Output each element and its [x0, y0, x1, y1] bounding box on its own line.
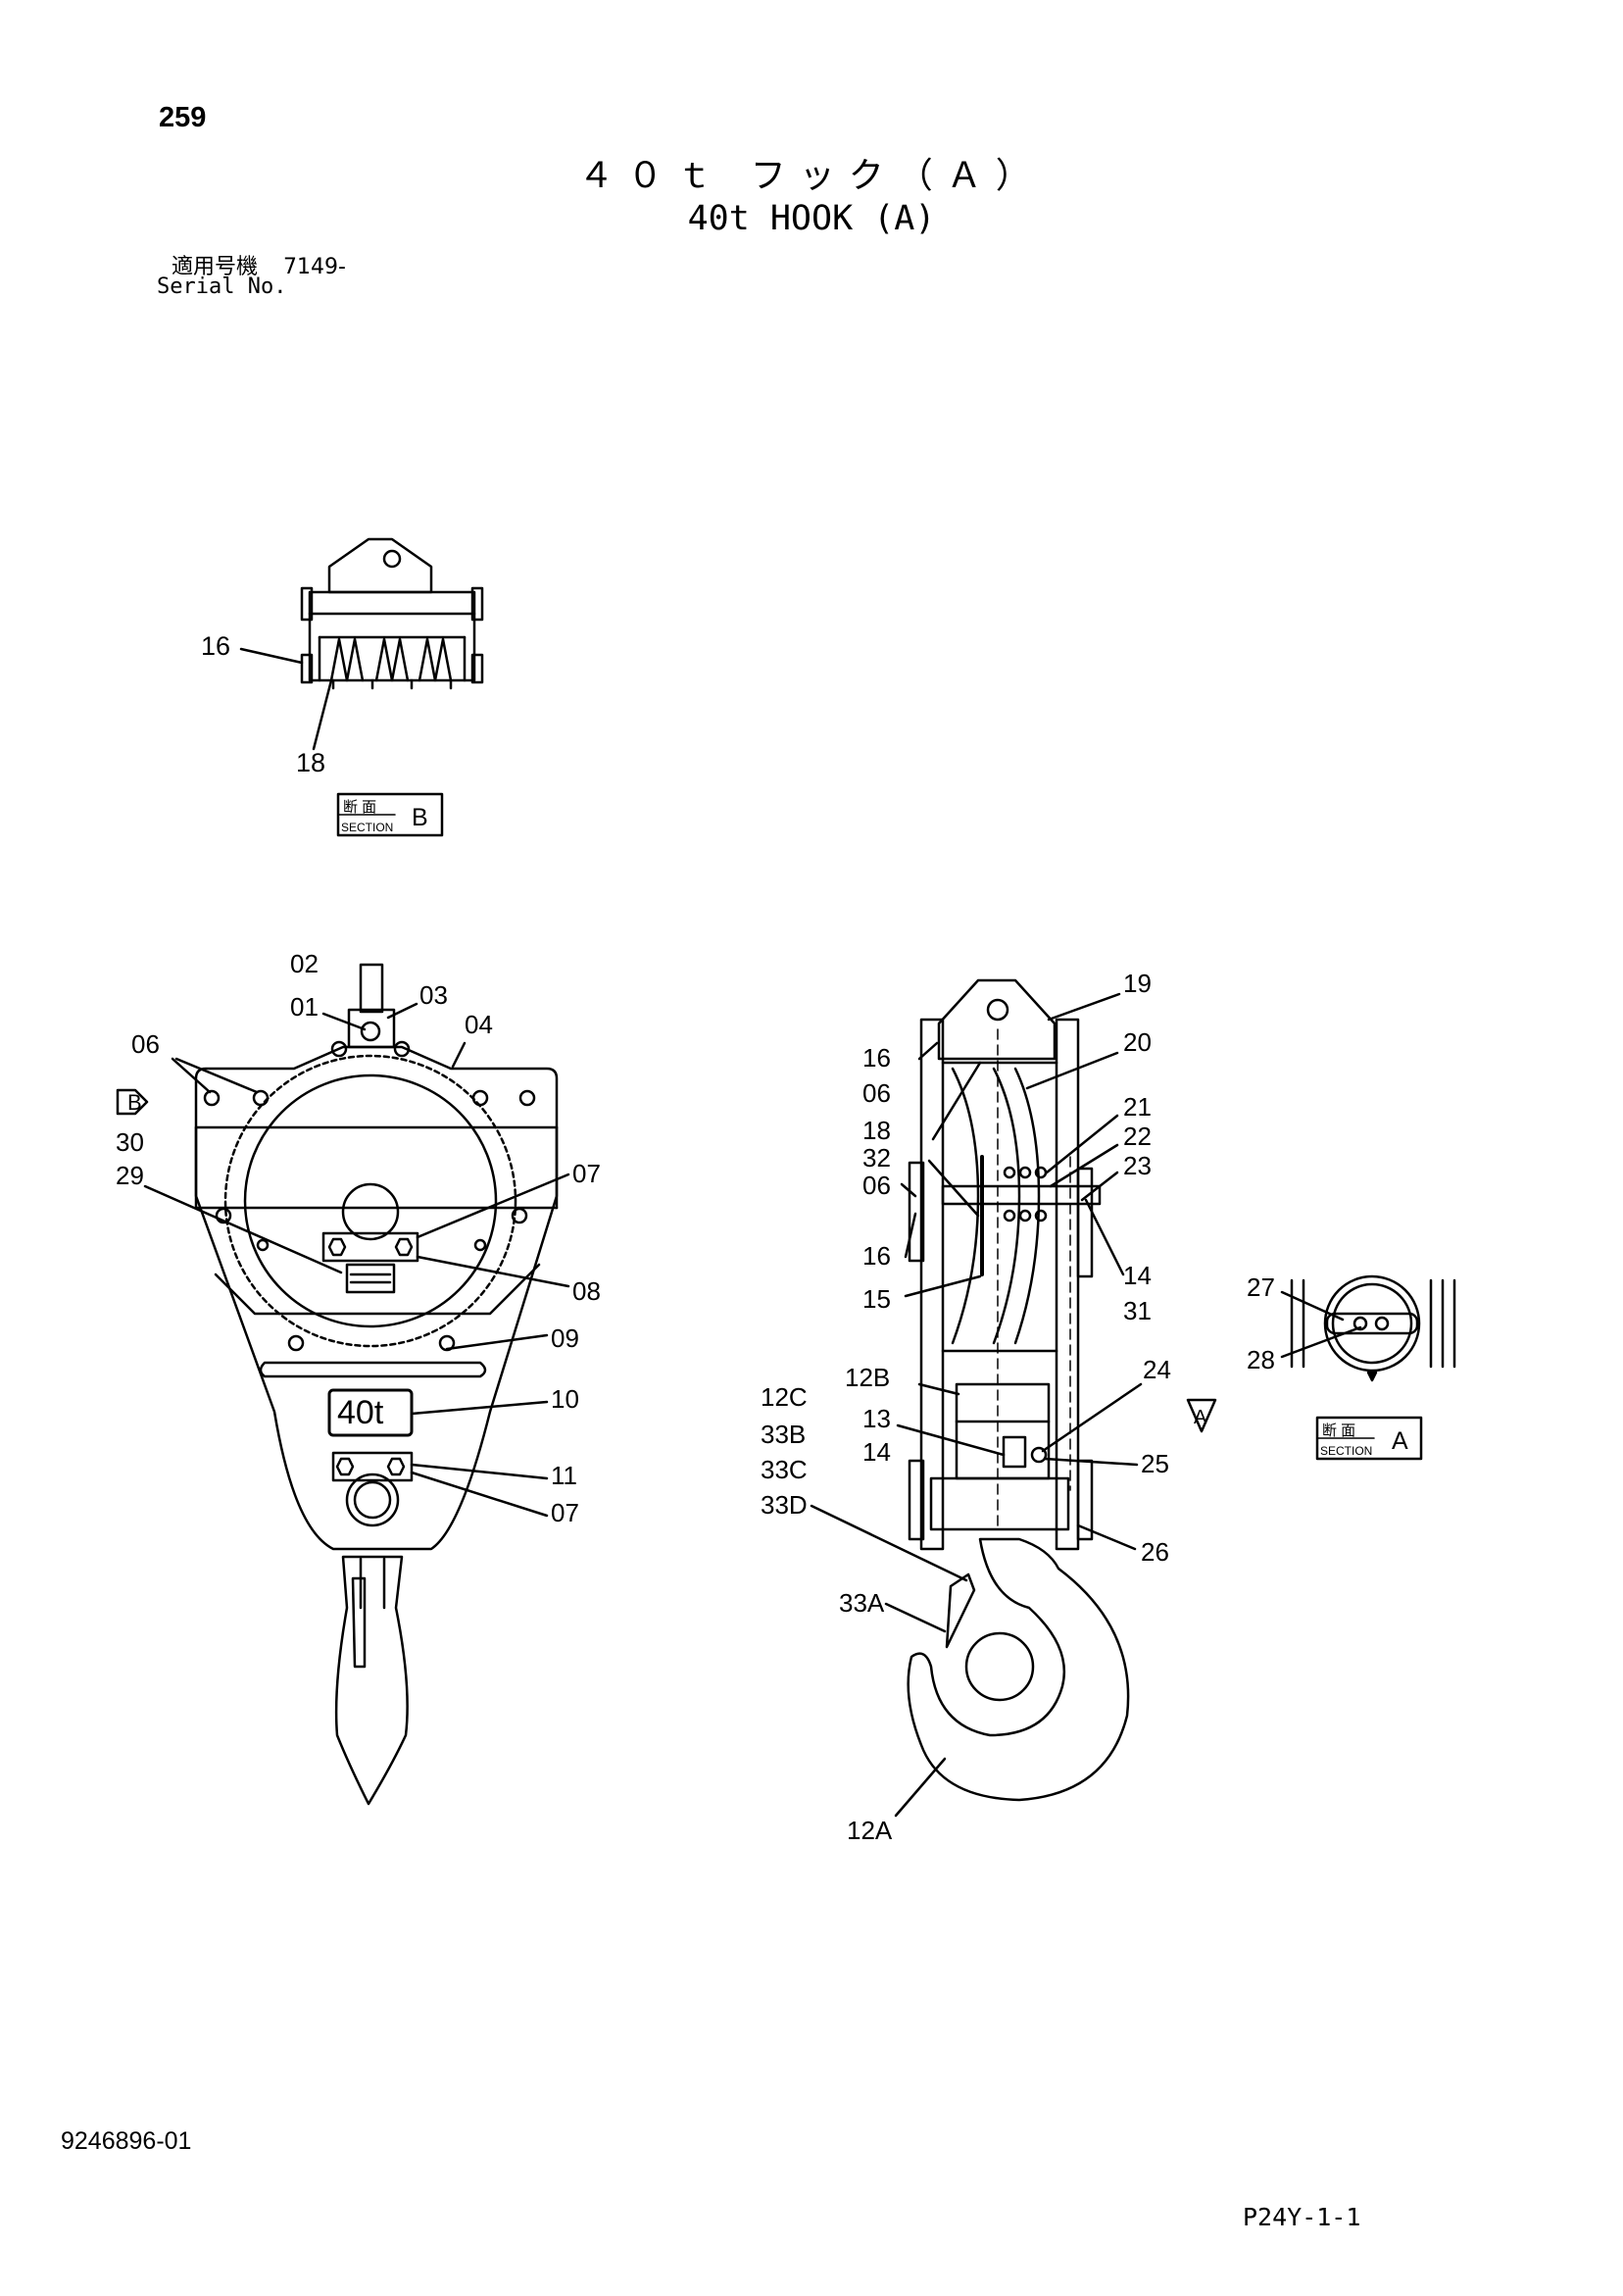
- label-18: 18: [296, 748, 325, 777]
- title-english: 40t HOOK (A): [687, 199, 936, 238]
- label-33A: 33A: [839, 1588, 885, 1618]
- page-number: 259: [159, 102, 207, 133]
- serial-value: 7149-: [283, 255, 346, 279]
- label-25: 25: [1141, 1449, 1169, 1478]
- side-view: A 19 20 16 06 18 21 22 23 32 06 16 14: [761, 969, 1217, 1845]
- label-12B: 12B: [845, 1363, 890, 1392]
- label-16-mid: 16: [862, 1241, 891, 1271]
- label-08: 08: [572, 1276, 601, 1306]
- label-18: 18: [862, 1116, 891, 1145]
- label-13: 13: [862, 1404, 891, 1433]
- label-24: 24: [1143, 1355, 1171, 1384]
- label-33D: 33D: [761, 1490, 808, 1520]
- serial-label-en: Serial No.: [157, 275, 287, 299]
- label-07-top: 07: [572, 1159, 601, 1188]
- label-06-top: 06: [862, 1078, 891, 1108]
- label-02: 02: [290, 949, 319, 978]
- label-06: 06: [131, 1029, 160, 1059]
- label-14-bottom: 14: [862, 1437, 891, 1467]
- label-10: 10: [551, 1384, 579, 1414]
- section-b-view: 16 18 断 面 SECTION B: [201, 537, 484, 837]
- section-a-word: SECTION: [1320, 1444, 1372, 1458]
- label-22: 22: [1123, 1122, 1152, 1151]
- label-27: 27: [1247, 1273, 1275, 1302]
- section-a-letter: A: [1392, 1427, 1408, 1455]
- title-japanese: ４０ｔ フック（Ａ）: [578, 156, 1045, 196]
- label-31: 31: [1123, 1296, 1152, 1325]
- label-28: 28: [1247, 1345, 1275, 1374]
- label-16: 16: [201, 631, 230, 661]
- front-view: 40t B 02 01 03 04 06 30 29 07: [116, 949, 601, 1806]
- label-04: 04: [465, 1010, 493, 1039]
- label-29: 29: [116, 1161, 144, 1190]
- label-12C: 12C: [761, 1382, 808, 1412]
- label-07-bottom: 07: [551, 1498, 579, 1527]
- label-16-top: 16: [862, 1043, 891, 1073]
- label-06-mid: 06: [862, 1171, 891, 1200]
- capacity-plate-text: 40t: [337, 1394, 384, 1431]
- label-33C: 33C: [761, 1455, 808, 1484]
- label-11: 11: [551, 1461, 577, 1490]
- label-14-top: 14: [1123, 1261, 1152, 1290]
- label-12A: 12A: [847, 1816, 893, 1845]
- label-21: 21: [1123, 1092, 1152, 1122]
- label-33B: 33B: [761, 1420, 806, 1449]
- section-b-word: SECTION: [341, 821, 393, 834]
- label-15: 15: [862, 1284, 891, 1314]
- view-arrow-b: B: [127, 1090, 142, 1115]
- view-arrow-a: A: [1194, 1407, 1207, 1428]
- label-20: 20: [1123, 1027, 1152, 1057]
- label-30: 30: [116, 1127, 144, 1157]
- label-03: 03: [419, 980, 448, 1010]
- section-a-view: 27 28 断 面 SECTION A: [1247, 1273, 1456, 1461]
- document-number: 9246896-01: [61, 2127, 192, 2155]
- label-32: 32: [862, 1143, 891, 1173]
- serial-label-jp: 適用号機: [172, 255, 259, 279]
- page-code: P24Y-1-1: [1243, 2203, 1361, 2231]
- label-19: 19: [1123, 969, 1152, 998]
- label-23: 23: [1123, 1151, 1152, 1180]
- label-09: 09: [551, 1323, 579, 1353]
- section-b-kanji: 断 面: [343, 799, 376, 816]
- section-a-kanji: 断 面: [1322, 1423, 1355, 1439]
- label-26: 26: [1141, 1537, 1169, 1567]
- serial-row-jp: 適用号機 7149-: [172, 249, 346, 280]
- section-b-letter: B: [412, 804, 428, 831]
- label-01: 01: [290, 992, 319, 1022]
